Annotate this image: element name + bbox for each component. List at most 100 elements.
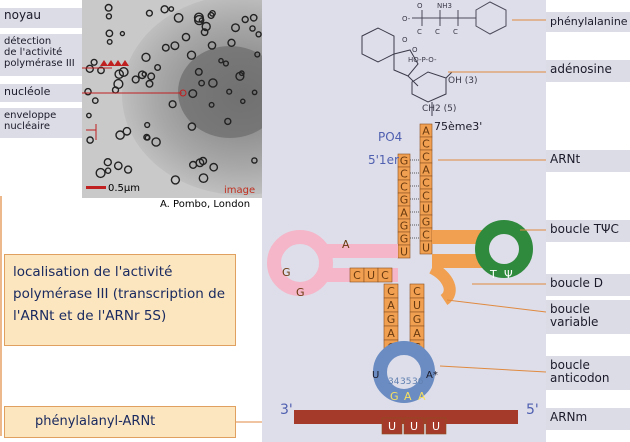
granule (147, 72, 156, 81)
anticodon-stem-3-base-letter: U (413, 299, 421, 312)
anticodon-stem-5-base-letter: G (387, 313, 396, 326)
granule (200, 28, 209, 37)
granule (188, 160, 198, 170)
granule (170, 175, 181, 185)
granule (226, 88, 233, 95)
svg-text:O: O (412, 46, 418, 54)
label-noyau: noyau (0, 8, 82, 28)
anticodon-number: 34 (388, 377, 400, 387)
codon-base-letter: U (432, 420, 440, 433)
svg-text:C: C (417, 28, 422, 36)
granule (86, 136, 94, 144)
oh-label: OH (3) (448, 76, 478, 86)
svg-text:C: C (453, 28, 458, 36)
svg-text:HO-P-O-: HO-P-O- (408, 56, 437, 64)
granule (255, 31, 262, 38)
granule (131, 75, 140, 84)
granule (151, 137, 161, 147)
granule (119, 30, 126, 37)
d-loop-letter: G (296, 286, 305, 299)
arnm-3-label: 3' (280, 402, 293, 418)
acceptor-3-base-letter: U (422, 203, 430, 216)
granule (104, 167, 112, 174)
granule (208, 78, 218, 88)
granule (115, 130, 125, 140)
label-enveloppe: enveloppe nucléaire (0, 108, 82, 138)
granule (187, 122, 197, 131)
d-stem-base-letter: C (353, 269, 361, 282)
acceptor-3-base-letter: C (422, 151, 430, 164)
svg-text:O-: O- (402, 15, 411, 23)
anticodon-stem-5-base-letter: A (387, 299, 395, 312)
leader-lines (438, 19, 546, 373)
granule (170, 41, 180, 51)
acceptor-3-base-box (419, 240, 433, 255)
acceptor-5-base-letter: U (400, 246, 408, 259)
granule (254, 51, 261, 58)
granule (105, 13, 113, 20)
acceptor-3-base-letter: A (422, 164, 430, 177)
d-loop-letter: G (282, 266, 291, 279)
granule (168, 6, 175, 12)
acceptor-3-base-letter: G (422, 216, 431, 229)
label-adenosine: adénosine (546, 60, 630, 82)
anticodon-stem-3-base-letter: G (413, 313, 422, 326)
t-loop (475, 220, 533, 278)
ch2-label: CH2 (5) (422, 104, 457, 114)
acceptor-5-base-letter: C (400, 181, 408, 194)
anticodon-letter: G (390, 390, 399, 403)
granule (141, 52, 151, 62)
nucleolus-shape (178, 46, 282, 138)
acceptor-5-base-letter: A (400, 207, 408, 220)
image-tag[interactable]: image (224, 185, 256, 196)
d-stem-base-letter: U (367, 269, 375, 282)
acceptor-3-base-letter: A (422, 125, 430, 138)
granule (144, 121, 151, 129)
anticodon-loop-letter: U (372, 370, 379, 381)
variable-loop (428, 262, 456, 305)
granule (123, 165, 133, 174)
phenylalanyl-label: phénylalanyl-ARNt (4, 406, 236, 438)
micrograph-credit: A. Pombo, London (160, 199, 251, 210)
codon-base-box (425, 417, 447, 435)
five-prime-label: 5'1er (368, 153, 399, 167)
granule (224, 117, 232, 126)
granule (201, 21, 211, 32)
arnm-strand (294, 410, 518, 424)
label-anticodon: boucle anticodon (546, 356, 630, 390)
granule (106, 38, 113, 45)
granule (161, 43, 170, 52)
codon-base-letter: U (388, 420, 396, 433)
label-phenylalanine: phénylalanine (546, 12, 630, 32)
granule (145, 9, 154, 17)
anticodon-loop-letter: A* (426, 370, 438, 381)
acceptor-5-base-letter: G (400, 233, 409, 246)
t-loop-letter: Ψ (504, 268, 513, 281)
adenosine-structure (361, 27, 453, 116)
label-d: boucle D (546, 274, 630, 296)
granule (239, 98, 246, 105)
label-arnm: ARNm (546, 408, 630, 430)
granule (209, 162, 219, 172)
d-stem-base-letter: C (381, 269, 389, 282)
codon-base-box (403, 417, 425, 435)
granule (251, 157, 258, 164)
phenylalanine-structure (412, 1, 507, 35)
svg-text:O: O (402, 36, 408, 44)
granule (122, 126, 132, 136)
granule (241, 15, 249, 24)
anticodon-number: 36 (412, 377, 424, 387)
granule (113, 161, 123, 171)
anticodon-stem-5-base-letter: A (387, 327, 395, 340)
svg-text:C: C (435, 28, 440, 36)
acceptor-5-base-letter: G (400, 155, 409, 168)
granule (85, 64, 95, 74)
t-loop-letter: T (489, 268, 497, 281)
granule (222, 60, 230, 67)
anticodon-stem-3-base-letter: C (413, 285, 421, 298)
granule (238, 70, 245, 77)
label-nucleole: nucléole (0, 84, 82, 102)
anticodon-number: 35 (400, 377, 411, 387)
